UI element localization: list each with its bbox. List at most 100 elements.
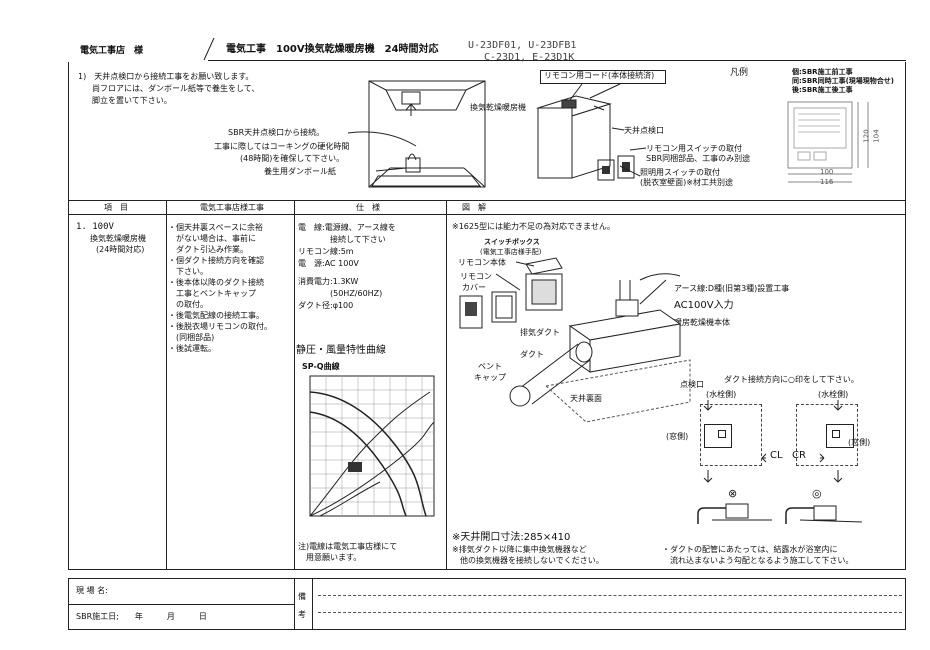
table-header-line — [68, 214, 906, 215]
spec-list: 電 線:電源線、アース線を 接続して下さい リモコン線:5m 電 源:AC 10… — [298, 222, 444, 312]
header-drawing: 図 解 — [462, 203, 486, 212]
work-line: ・後電気配線の接続工事。 — [168, 311, 264, 320]
remote-cord-label-box — [540, 70, 666, 84]
col-line-2 — [294, 200, 295, 570]
earth-label: アース線:D種(旧第3種)設置工事 — [674, 284, 790, 293]
piping-note-1: ・ダクトの配管にあたっては、結露水が浴室内に — [662, 545, 838, 554]
item-line-2: 換気乾燥暖房機 — [90, 234, 146, 243]
footer-col-2 — [312, 578, 313, 630]
work-line: がない場合は、事前に — [168, 234, 256, 243]
ceiling-hatch-label: 天井点検口 — [624, 126, 664, 135]
direction-inner-right — [826, 424, 854, 448]
cr-label: CR — [792, 450, 806, 461]
site-name-label: 現 場 名: — [76, 586, 108, 595]
col-line-1 — [166, 200, 167, 570]
work-line: ・個ダクト接続方向を確認 — [168, 256, 264, 265]
vent-cap-label-2: キャップ — [474, 373, 506, 382]
footer-mid-line — [68, 604, 294, 605]
cl-label: CL — [770, 450, 783, 461]
work-line: ・個天井裏スペースに余裕 — [168, 223, 264, 232]
remote-switch-drawing — [459, 257, 563, 329]
remote-cover-label-2: カバー — [462, 283, 486, 292]
caulk-note-2: (48時間)を確保して下さい。 — [240, 154, 345, 163]
leader-lines-intro — [347, 131, 417, 172]
work-line: ・後本体以降のダクト接続 — [168, 278, 264, 287]
spec-line: リモコン線:5m — [298, 247, 354, 256]
work-line: ・後試運転。 — [168, 344, 216, 353]
spec-line: 接続して下さい — [298, 235, 386, 244]
header-work: 電気工事店様工事 — [200, 203, 264, 212]
dim-w1: 100 — [820, 168, 834, 176]
unit-leader-lines — [589, 83, 647, 177]
window-right: (窓側) — [848, 438, 871, 447]
exhaust-note-2: 他の換気機器を接続しないでください。 — [452, 556, 604, 565]
main-table — [68, 200, 906, 570]
spec-line: (50HZ/60HZ) — [298, 289, 383, 298]
header-underline — [208, 60, 906, 61]
direction-note: ダクト接続方向に○印をして下さい。 — [724, 375, 859, 384]
item-line-1: 1. 100V — [76, 222, 114, 232]
remarks-line-1 — [318, 595, 902, 596]
spec-note-1: 注)電線は電気工事店様にて — [298, 542, 398, 551]
ac-input-label: AC100V入力 — [674, 300, 734, 311]
switch-box-label-2: (電気工事店様手配) — [480, 248, 542, 256]
ceiling-connect-note: SBR天井点検口から接続。 — [228, 128, 325, 137]
work-line: ・後脱衣場リモコンの取付。 — [168, 322, 272, 331]
legend-item-3: 後:SBR施工後工事 — [792, 86, 853, 94]
work-list: ・個天井裏スペースに余裕 がない場合は、事前に ダクト引込み作業。 ・個ダクト接… — [168, 222, 294, 354]
legend-item-2: 同:SBR同時工事(現場現物合せ) — [792, 77, 894, 85]
capacity-warning: ※1625型には能力不足の為対応できません。 — [452, 222, 615, 231]
remarks-label-2: 考 — [298, 610, 306, 619]
direction-box-right — [796, 404, 858, 466]
work-line: (同梱部品) — [168, 333, 215, 342]
header-item: 項 目 — [104, 203, 128, 212]
switch-plates — [597, 155, 635, 181]
header-divider — [203, 37, 215, 61]
switch-box-label-1: スイッチボックス — [484, 238, 540, 246]
duct-label: ダクト — [520, 350, 544, 359]
dim-h1: 120 — [862, 129, 871, 143]
legend-item-1: 個:SBR施工前工事 — [792, 68, 853, 76]
direction-mark-left — [718, 430, 726, 438]
light-switch-label-2: (脱衣室壁面)※材工共別途 — [640, 178, 733, 187]
footer-col-1 — [294, 578, 295, 630]
spec-line: ダクト径:φ100 — [298, 301, 354, 310]
header-spec: 仕 様 — [356, 203, 380, 212]
contractor-label: 電気工事店 様 — [80, 46, 144, 56]
vent-cap-label-1: ベント — [478, 362, 502, 371]
exhaust-duct-label: 排気ダクト — [520, 328, 560, 337]
hatch-label: 点検口 — [680, 380, 704, 389]
ceiling-back-label: 天井裏面 — [570, 394, 602, 403]
unit-label: 換気乾燥暖房機 — [470, 103, 526, 112]
ceiling-size: ※天井開口寸法:285×410 — [452, 532, 571, 543]
cl-cr-arrows — [761, 453, 825, 463]
legend-title: 凡例 — [730, 68, 749, 78]
curve-title: 静圧・風量特性曲線 — [296, 345, 386, 356]
models-line-1: U-23DF01, U-23DFB1 — [468, 40, 577, 51]
sp-q-curve-figure — [309, 375, 435, 517]
col-line-3 — [446, 200, 447, 570]
spec-line: 消費電力:1.3KW — [298, 277, 359, 286]
remote-outline-drawing — [787, 101, 869, 183]
remote-switch-label-1: リモコン用スイッチの取付 — [646, 144, 742, 153]
spec-line: 電 源:AC 100V — [298, 259, 359, 268]
work-line: 下さい。 — [168, 267, 208, 276]
remarks-line-2 — [318, 612, 902, 613]
intro-line-1: 1) 天井点検口から接続工事をお願い致します。 — [78, 72, 254, 81]
work-line: の取付。 — [168, 300, 208, 309]
mark-ng: ⊗ — [728, 487, 738, 500]
direction-mark-right — [832, 430, 840, 438]
item-line-3: (24時間対応) — [96, 245, 145, 254]
unit-body-label: 暖房乾燥機本体 — [674, 318, 730, 327]
window-left: (窓側) — [666, 432, 689, 441]
direction-arrows — [703, 400, 843, 483]
exhaust-note-1: ※排気ダクト以降に集中換気機器など — [452, 545, 587, 554]
intro-line-3: 脚立を置いて下さい。 — [84, 96, 172, 105]
remote-body-label: リモコン本体 — [458, 258, 506, 267]
light-switch-label-1: 照明用スイッチの取付 — [640, 168, 720, 177]
models-line-2: C-23D1, E-23D1K — [484, 52, 575, 63]
direction-box-left — [700, 404, 762, 466]
spec-line: 電 線:電源線、アース線を — [298, 223, 396, 232]
unit-install-drawing — [509, 273, 691, 423]
ceiling-hatch-illustration — [368, 80, 486, 188]
